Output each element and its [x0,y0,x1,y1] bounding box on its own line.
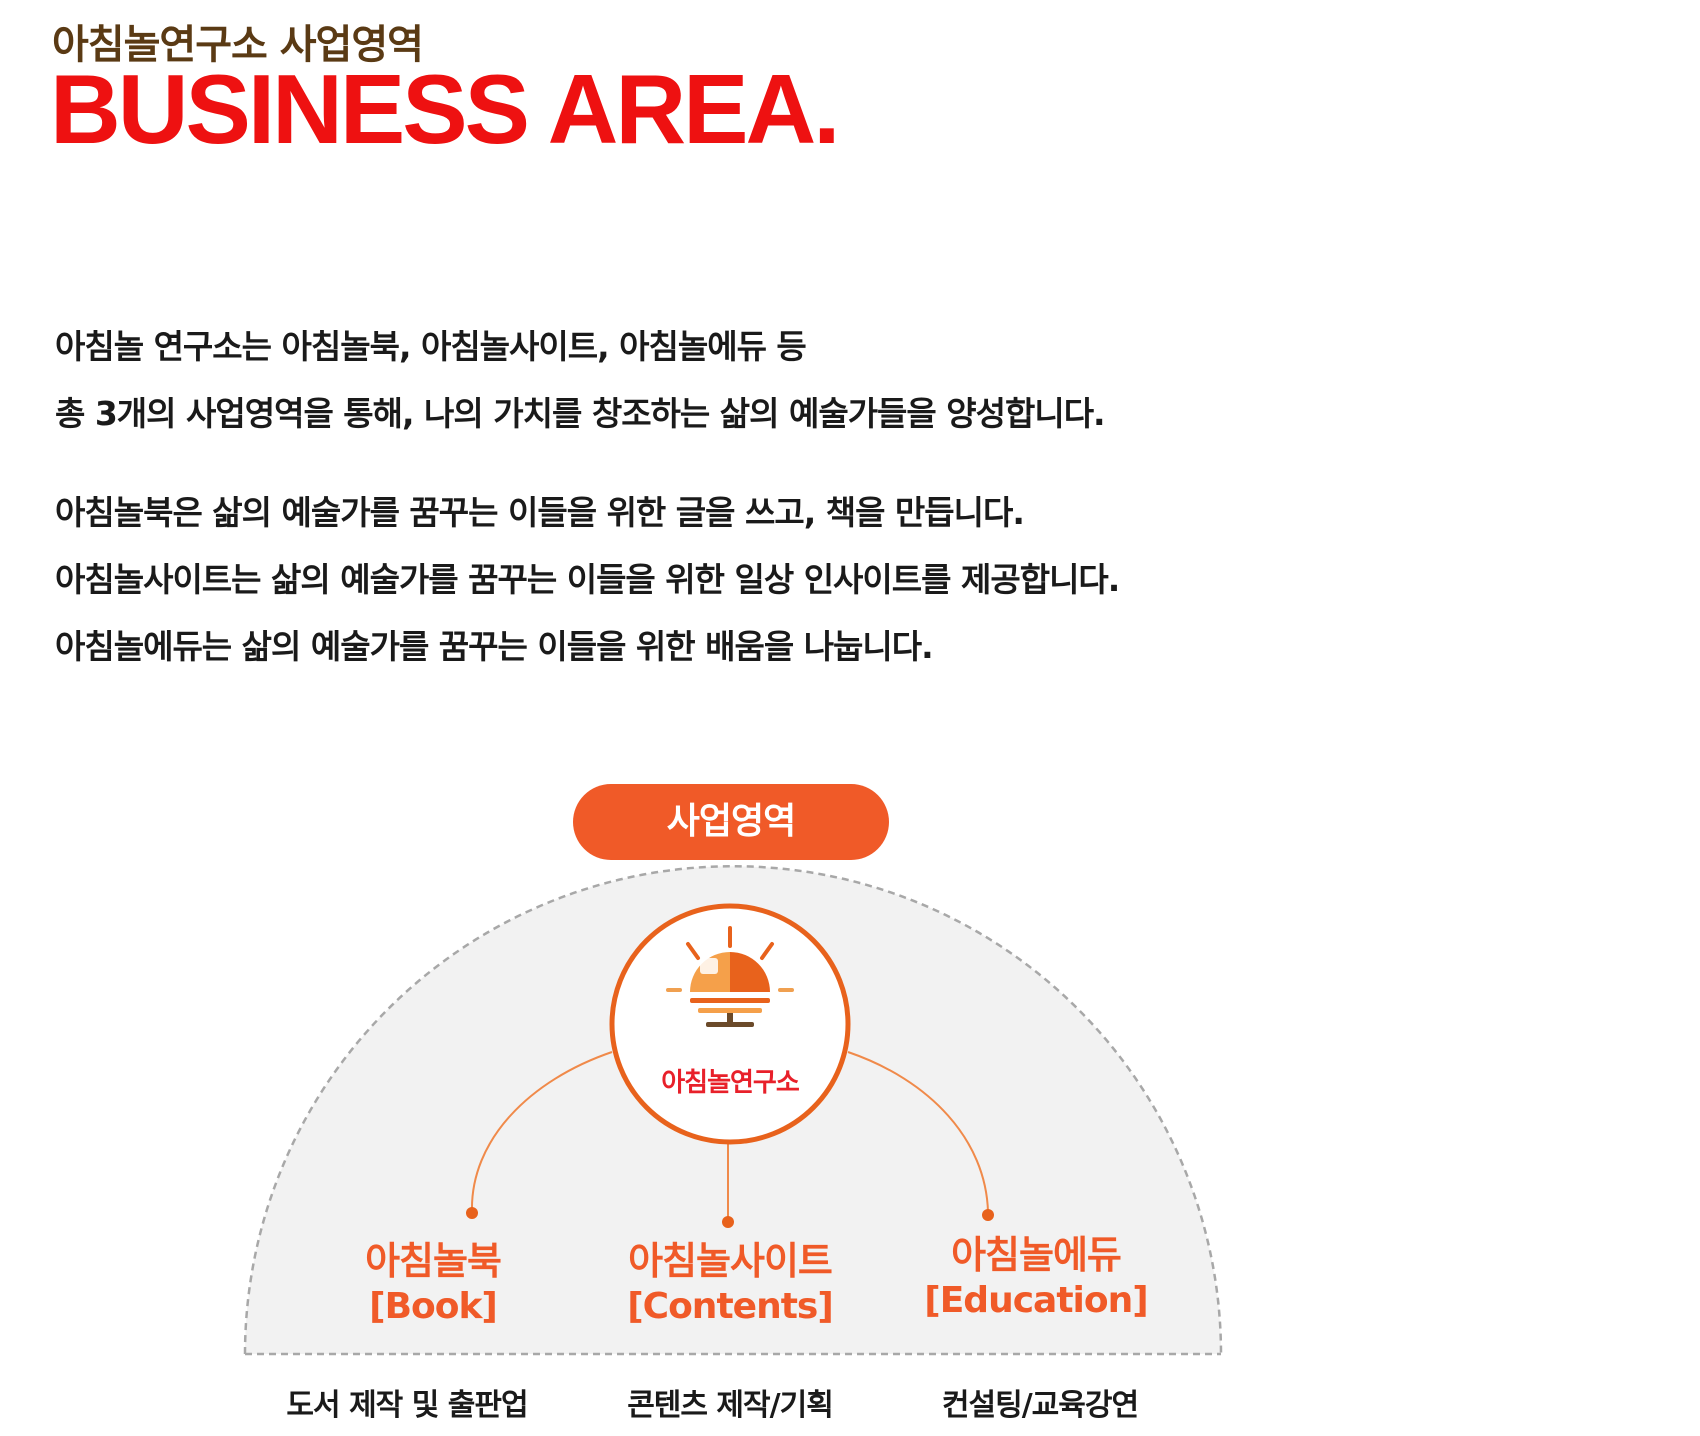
area-edu: 아침놀에듀 [Education] [886,1232,1186,1324]
service-book: 도서 제작 및 출판업 [286,1388,528,1423]
connector-book [470,1051,613,1213]
dome-outline [243,864,1223,1355]
area-name: 아침놀에듀 [951,1233,1122,1277]
intro-line: 총 3개의 사업영역을 통해, 나의 가치를 창조하는 삶의 예술가들을 양성합… [55,394,1106,433]
area-name: 아침놀북 [365,1239,502,1283]
connector-dot-site [722,1216,734,1228]
business-area-badge: 사업영역 [573,784,889,860]
intro-line: 아침놀 연구소는 아침놀북, 아침놀사이트, 아침놀에듀 등 [55,327,807,366]
connector-edu [847,1051,989,1213]
connector-dot-book [466,1207,478,1219]
service-site: 콘텐츠 제작/기획 [627,1388,834,1423]
page-title: BUSINESS AREA. [50,54,841,164]
service-edu: 컨설팅/교육강연 [941,1388,1139,1423]
intro-detail-book: 아침놀북은 삶의 예술가를 꿈꾸는 이들을 위한 글을 쓰고, 책을 만듭니다. [55,493,1025,532]
area-site: 아침놀사이트 [Contents] [580,1238,880,1330]
area-book: 아침놀북 [Book] [283,1238,583,1330]
intro-text: 아침놀 연구소는 아침놀북, 아침놀사이트, 아침놀에듀 등 총 3개의 사업영… [55,326,1120,693]
area-name: 아침놀사이트 [628,1239,833,1283]
hub-label: 아침놀연구소 [661,1068,800,1098]
section-kicker: 아침놀연구소 사업영역 [52,22,424,68]
area-en: [Education] [924,1280,1148,1321]
area-en: [Book] [369,1286,498,1327]
area-en: [Contents] [627,1286,834,1327]
intro-detail-edu: 아침놀에듀는 삶의 예술가를 꿈꾸는 이들을 위한 배움을 나눕니다. [55,627,934,666]
sunrise-logo-icon [666,926,794,1027]
connector-dot-edu [982,1209,994,1221]
intro-detail-site: 아침놀사이트는 삶의 예술가를 꿈꾸는 이들을 위한 일상 인사이트를 제공합니… [55,560,1120,599]
